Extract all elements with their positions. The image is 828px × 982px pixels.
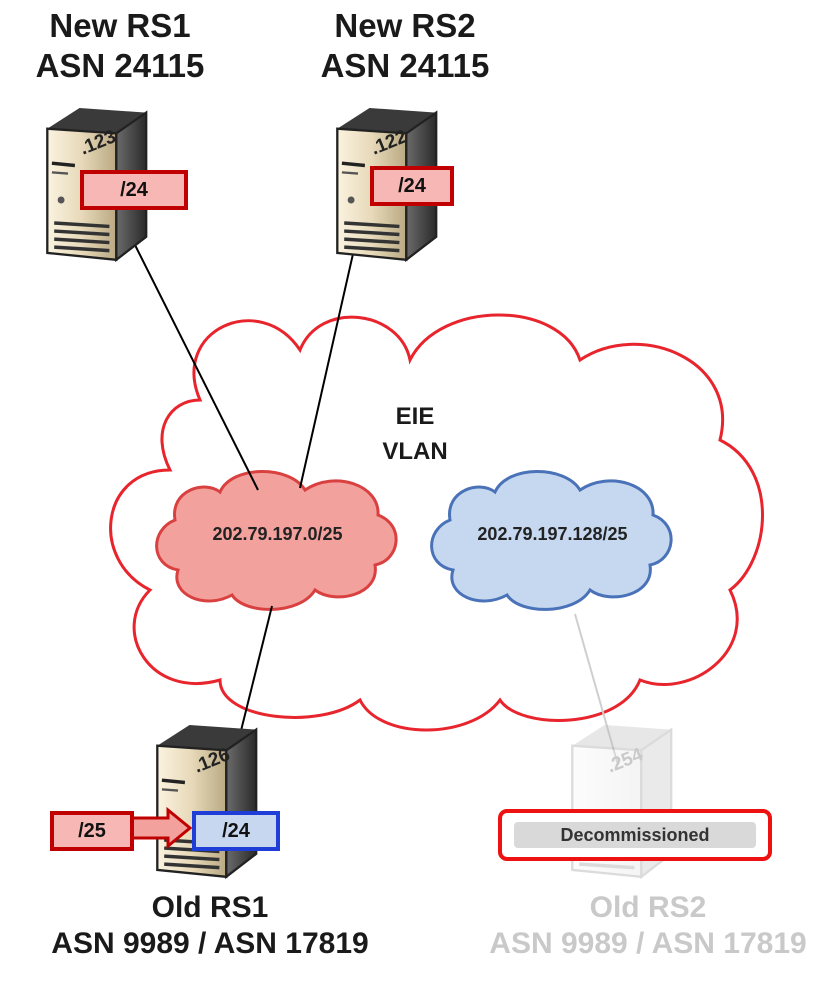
old-rs2-asn: ASN 9989 / ASN 17819 xyxy=(489,927,807,960)
new-rs1-title: New RS1 ASN 24115 xyxy=(20,6,220,85)
old-rs1-server-icon xyxy=(155,723,258,879)
new-rs2-prefix: /24 xyxy=(398,174,426,197)
subnet-b-cloud xyxy=(430,470,673,611)
decommissioned-label: Decommissioned xyxy=(514,822,756,848)
old-rs1-new-prefix-badge: /24 xyxy=(192,811,280,851)
old-rs2-title: Old RS2 ASN 9989 / ASN 17819 xyxy=(470,890,826,962)
old-rs1-new-prefix: /24 xyxy=(222,819,250,842)
old-rs1-old-prefix: /25 xyxy=(78,819,106,842)
eie-vlan-label: EIE VLAN xyxy=(370,400,460,470)
old-rs2-name: Old RS2 xyxy=(589,891,707,924)
link-new-rs1 xyxy=(134,244,259,491)
eie-vlan-line1: EIE xyxy=(395,403,435,430)
subnet-b-label: 202.79.197.128/25 xyxy=(477,524,628,544)
new-rs1-prefix-badge: /24 xyxy=(80,170,188,210)
eie-vlan-cloud xyxy=(109,313,764,732)
new-rs2-asn: ASN 24115 xyxy=(320,46,490,84)
new-rs2-prefix-badge: /24 xyxy=(370,166,454,206)
prefix-change-arrow xyxy=(130,806,193,850)
old-rs1-old-prefix-badge: /25 xyxy=(50,811,134,851)
old-rs1-name: Old RS1 xyxy=(151,891,269,924)
new-rs2-title: New RS2 ASN 24115 xyxy=(305,6,505,85)
new-rs2-name: New RS2 xyxy=(334,7,476,44)
eie-vlan-line2: VLAN xyxy=(382,437,448,465)
subnet-a-label: 202.79.197.0/25 xyxy=(212,524,343,544)
new-rs1-prefix: /24 xyxy=(120,178,148,201)
old-rs1-asn: ASN 9989 / ASN 17819 xyxy=(51,927,369,960)
new-rs1-asn: ASN 24115 xyxy=(35,46,205,84)
new-rs1-name: New RS1 xyxy=(49,7,191,44)
old-rs1-title: Old RS1 ASN 9989 / ASN 17819 xyxy=(20,890,400,962)
subnet-a-cloud xyxy=(155,470,398,611)
decommissioned-badge: Decommissioned xyxy=(498,809,772,861)
link-new-rs2 xyxy=(299,244,356,489)
